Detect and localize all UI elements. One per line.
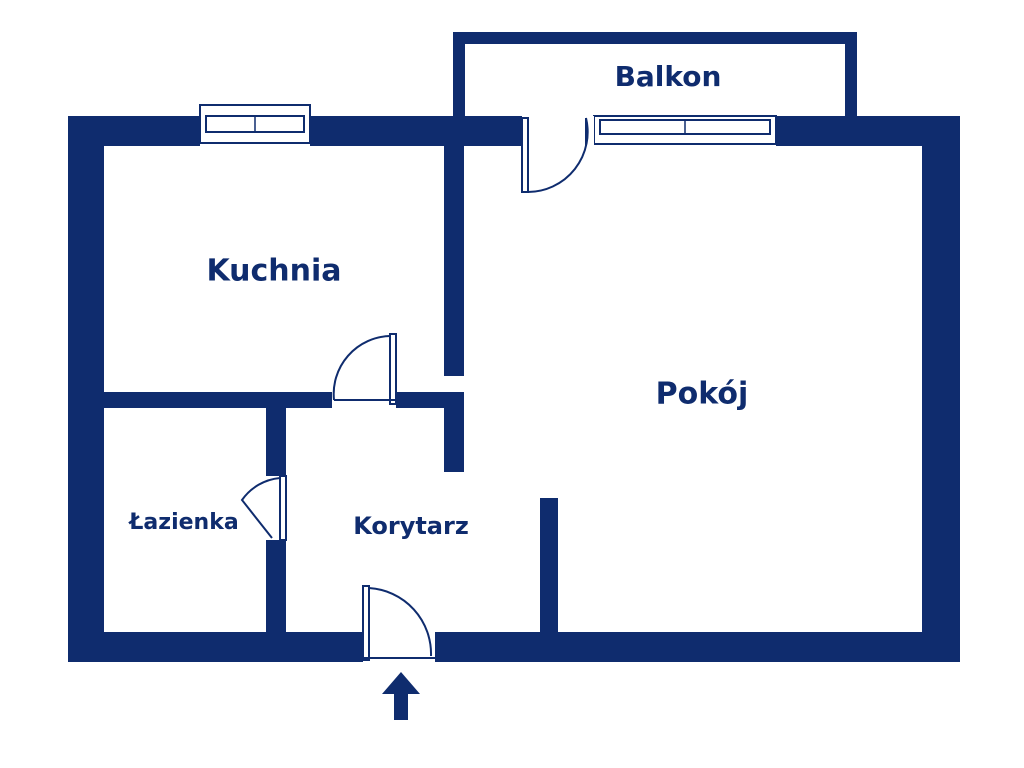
wall-bath-hall-lower (266, 540, 286, 632)
label-lazienka: Łazienka (128, 510, 238, 535)
entrance-arrow-icon (382, 672, 420, 720)
wall-kitchen-bottom-right (396, 392, 464, 408)
bathroom-door (240, 475, 287, 541)
kitchen-door (332, 333, 397, 405)
label-pokoj: Pokój (656, 377, 749, 412)
label-kuchnia: Kuchnia (206, 254, 341, 289)
wall-kitchen-bottom-left (104, 392, 332, 408)
bottom-wall-right (435, 632, 960, 662)
balcony-door (521, 116, 594, 193)
balcony-right-wall (845, 32, 857, 118)
top-wall-middle (310, 116, 522, 146)
room-window (593, 115, 777, 145)
label-korytarz: Korytarz (353, 512, 469, 540)
interior-walls (104, 146, 558, 632)
label-balkon: Balkon (615, 60, 722, 93)
right-wall (922, 116, 960, 662)
wall-hall-room-stub (540, 498, 558, 632)
balcony-left-wall (453, 32, 465, 118)
bottom-wall-left (68, 632, 363, 662)
left-wall (68, 116, 104, 662)
wall-hall-room (444, 404, 464, 472)
entrance-door (362, 585, 435, 662)
wall-kitchen-room (444, 146, 464, 376)
balcony (453, 32, 857, 118)
kitchen-window (199, 104, 311, 144)
wall-bath-hall-upper (266, 408, 286, 476)
balcony-top-wall (453, 32, 857, 44)
outer-walls (68, 116, 960, 662)
